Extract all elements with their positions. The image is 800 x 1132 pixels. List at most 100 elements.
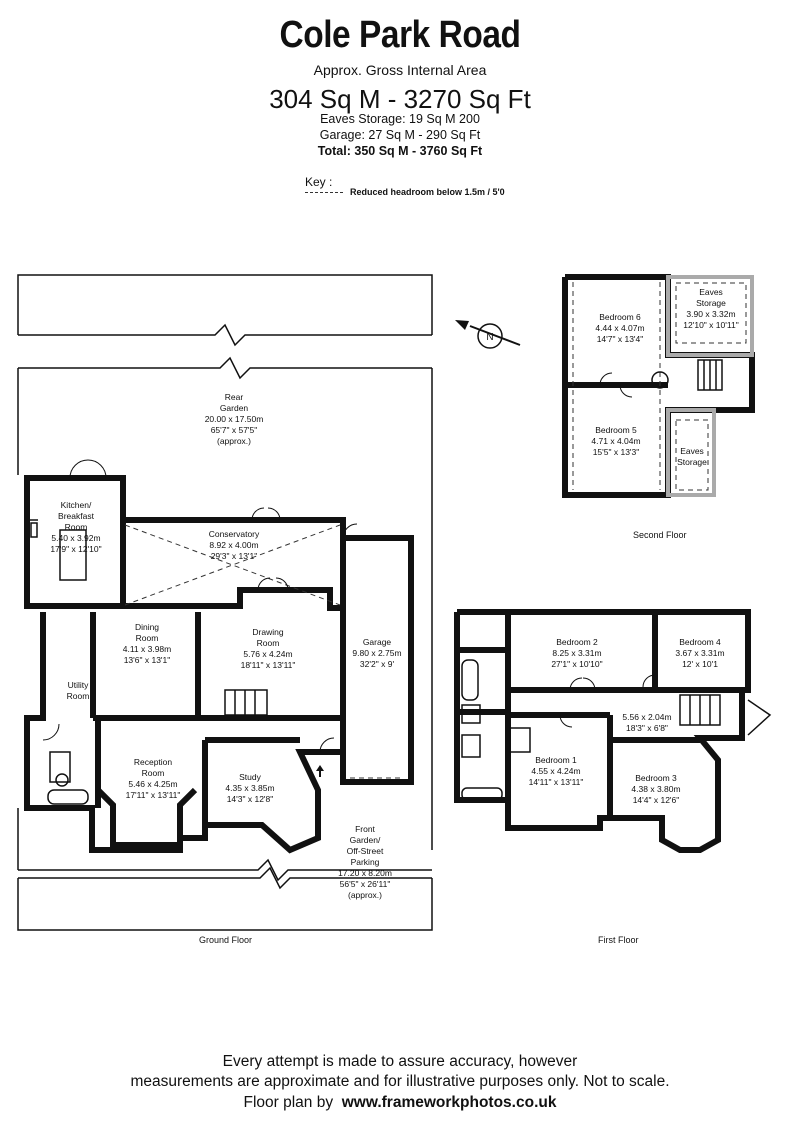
- eaves-top-name2: Storage: [696, 298, 726, 308]
- bedroom2-ft: 27'1" x 10'10": [551, 659, 602, 669]
- front-garden-ft: 56'5" x 26'11": [340, 879, 391, 889]
- front-garden-boundary: [18, 858, 432, 882]
- credit-prefix: Floor plan by: [243, 1094, 334, 1111]
- entrance-arrow-icon: [316, 765, 324, 777]
- bedroom3-name: Bedroom 3: [635, 773, 677, 783]
- dining-name1: Dining: [135, 622, 159, 632]
- kitchen-ft: 17'9" x 12'10": [50, 544, 101, 554]
- rear-garden-break: [18, 323, 432, 347]
- rear-garden-break-2: [18, 356, 432, 380]
- bedroom3-ft: 14'4" x 12'6": [633, 795, 680, 805]
- room-labels: Rear Garden 20.00 x 17.50m 65'7" x 57'5"…: [50, 287, 738, 900]
- front-garden-m: 17.20 x 8.20m: [338, 868, 392, 878]
- key-label: Key :: [305, 175, 333, 189]
- landing-ft: 18'3" x 6'8": [626, 723, 668, 733]
- bedroom1-name: Bedroom 1: [535, 755, 577, 765]
- compass: N: [455, 320, 521, 349]
- eaves-storage-area: Eaves Storage: 19 Sq M 200: [320, 112, 480, 126]
- main-area: 304 Sq M - 3270 Sq Ft: [269, 84, 531, 114]
- credit-url[interactable]: www.frameworkphotos.co.uk: [341, 1094, 557, 1111]
- reception-name2: Room: [142, 768, 165, 778]
- dining-name2: Room: [136, 633, 159, 643]
- bedroom4-m: 3.67 x 3.31m: [675, 648, 724, 658]
- ground-floor-label: Ground Floor: [199, 935, 253, 945]
- rear-garden-m: 20.00 x 17.50m: [205, 414, 264, 424]
- rear-garden-boundary: [17, 274, 433, 335]
- compass-north: N: [486, 332, 493, 343]
- landing-m: 5.56 x 2.04m: [622, 712, 671, 722]
- reception-ft: 17'11" x 13'11": [126, 790, 181, 800]
- front-garden-name3: Off-Street: [347, 846, 384, 856]
- drawing-name1: Drawing: [252, 627, 283, 637]
- rear-garden-note: (approx.): [217, 436, 251, 446]
- first-floor-plan: [454, 609, 772, 853]
- dining-ft: 13'6" x 13'1": [124, 655, 171, 665]
- eaves-bottom-name2: Storage: [677, 457, 707, 467]
- bedroom1-ft: 14'11" x 13'11": [529, 777, 584, 787]
- ground-stairs: [224, 689, 268, 716]
- first-floor-bay: [747, 699, 772, 736]
- key-reduced-headroom: Reduced headroom below 1.5m / 5'0: [350, 187, 505, 197]
- ground-main-walls: [24, 608, 346, 854]
- total-area: Total: 350 Sq M - 3760 Sq Ft: [317, 144, 483, 158]
- garage-m: 9.80 x 2.75m: [352, 648, 401, 658]
- bedroom3-m: 4.38 x 3.80m: [631, 784, 680, 794]
- eaves-storage-bottom-wall: [666, 408, 716, 497]
- bedroom5-ft: 15'5" x 13'3": [593, 447, 640, 457]
- disclaimer-line1: Every attempt is made to assure accuracy…: [222, 1053, 578, 1070]
- rear-garden-name2: Garden: [220, 403, 249, 413]
- bedroom6-ft: 14'7" x 13'4": [597, 334, 644, 344]
- approx-area-label: Approx. Gross Internal Area: [313, 62, 487, 78]
- eaves-top-ft: 12'10" x 10'11": [683, 320, 738, 330]
- utility-name2: Room: [67, 691, 90, 701]
- drawing-ft: 18'11" x 13'11": [241, 660, 296, 670]
- shower-icon-first-2: [461, 734, 481, 758]
- eaves-storage-top-wall: [666, 275, 754, 357]
- front-garden-name2: Garden/: [350, 835, 381, 845]
- bedroom1-m: 4.55 x 4.24m: [531, 766, 580, 776]
- utility-name1: Utility: [68, 680, 90, 690]
- dining-m: 4.11 x 3.98m: [123, 644, 172, 654]
- bedroom6-m: 4.44 x 4.07m: [595, 323, 644, 333]
- compass-arrow-icon: [455, 320, 469, 330]
- bedroom4-name: Bedroom 4: [679, 637, 721, 647]
- rear-garden-name1: Rear: [225, 392, 244, 402]
- disclaimer-line2: measurements are approximate and for ill…: [130, 1073, 670, 1090]
- eaves-top-m: 3.90 x 3.32m: [686, 309, 735, 319]
- shower-icon-first: [461, 704, 481, 724]
- ground-floor-plan: [17, 274, 433, 931]
- kitchen-island: [59, 529, 87, 581]
- reception-name1: Reception: [134, 757, 173, 767]
- bedroom6-name: Bedroom 6: [599, 312, 641, 322]
- bedroom2-name: Bedroom 2: [556, 637, 598, 647]
- drawing-m: 5.76 x 4.24m: [243, 649, 292, 659]
- front-garden-name4: Parking: [351, 857, 380, 867]
- bedroom2-m: 8.25 x 3.31m: [552, 648, 601, 658]
- conservatory-ft: 29'3" x 13'1": [211, 551, 258, 561]
- garage-ft: 32'2" x 9': [360, 659, 395, 669]
- bedroom4-ft: 12' x 10'1: [682, 659, 718, 669]
- front-garden-note: (approx.): [348, 890, 382, 900]
- conservatory-name: Conservatory: [209, 529, 260, 539]
- conservatory-m: 8.92 x 4.00m: [209, 540, 258, 550]
- first-floor-label: First Floor: [598, 935, 639, 945]
- toilet-icon: [55, 773, 69, 787]
- bedroom5-m: 4.71 x 4.04m: [591, 436, 640, 446]
- hob-icon: [30, 522, 38, 538]
- key-dashed-line: [305, 192, 343, 193]
- reception-m: 5.46 x 4.25m: [128, 779, 177, 789]
- page-title: Cole Park Road: [279, 14, 521, 56]
- eaves-top-name1: Eaves: [699, 287, 723, 297]
- garage-area: Garage: 27 Sq M - 290 Sq Ft: [319, 128, 481, 142]
- eaves-bottom-name1: Eaves: [680, 446, 704, 456]
- compass-icon: [477, 323, 503, 349]
- kitchen-name3: Room: [65, 522, 88, 532]
- reception-bay: [95, 787, 198, 848]
- credit-line: Floor plan by www.frameworkphotos.co.uk: [0, 1094, 800, 1112]
- kitchen-m: 5.40 x 3.92m: [51, 533, 100, 543]
- second-floor-plan: [562, 274, 755, 498]
- bath-icon-first-2: [461, 787, 503, 801]
- second-floor-label: Second Floor: [633, 530, 687, 540]
- kitchen-name2: Breakfast: [58, 511, 95, 521]
- bath-icon: [47, 789, 89, 805]
